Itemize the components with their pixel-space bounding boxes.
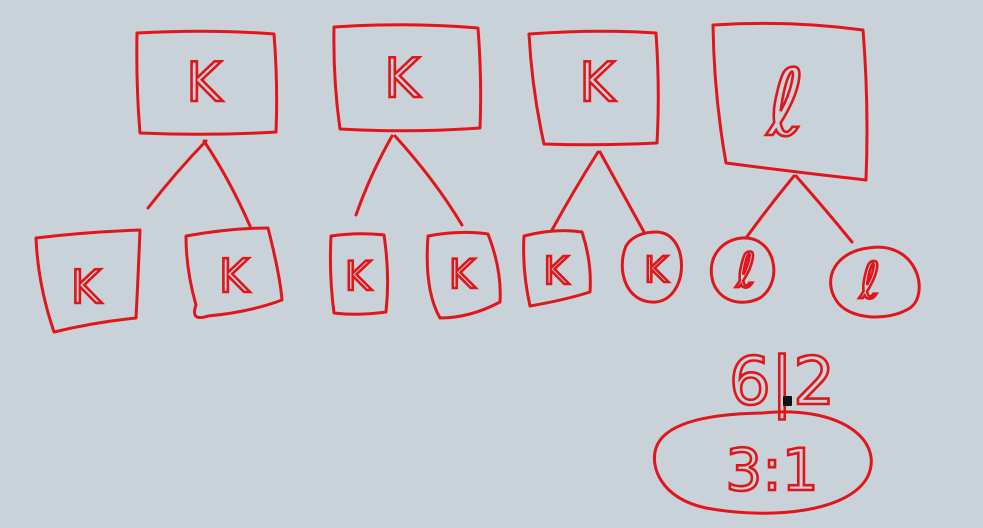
parent-node-1: K (135, 29, 279, 136)
parent-box-4 (711, 21, 869, 182)
parent-node-3: K (527, 29, 660, 147)
branch-2 (354, 134, 464, 227)
child-box-6 (620, 230, 683, 304)
child-node-7: ℓ (709, 236, 776, 304)
child-box-7 (709, 236, 776, 304)
child-label-1: K (71, 260, 103, 314)
branch-4 (744, 174, 854, 244)
branch-1 (146, 139, 252, 228)
child-node-1: K (34, 228, 142, 334)
child-box-8 (829, 245, 921, 319)
child-box-3 (328, 232, 390, 316)
parent-node-2: K (332, 23, 483, 133)
child-label-4: K (449, 252, 477, 298)
child-node-8: ℓ (829, 245, 921, 319)
pointer-cursor-icon (783, 396, 792, 406)
parent-label-3: K (579, 51, 616, 114)
child-label-6: K (644, 250, 669, 291)
ratio-circle (652, 410, 873, 515)
child-label-5: K (544, 249, 570, 293)
parent-label-2: K (384, 47, 421, 110)
parent-box-3 (527, 29, 660, 147)
child-box-1 (34, 228, 142, 334)
child-box-5 (522, 229, 592, 308)
child-label-3: K (345, 254, 373, 300)
split-annotation: 6|2 (729, 343, 835, 420)
ratio-annotation: 3:1 (652, 410, 873, 515)
child-box-4 (425, 230, 502, 320)
child-label-2: K (219, 249, 251, 303)
child-node-5: K (522, 229, 592, 308)
parent-label-1: K (186, 51, 223, 114)
child-node-6: K (620, 230, 683, 304)
child-node-2: K (184, 226, 284, 320)
child-node-3: K (328, 232, 390, 316)
child-label-8: ℓ (859, 252, 881, 310)
child-label-7: ℓ (735, 243, 756, 299)
branch-3 (550, 150, 646, 234)
parent-box-1 (135, 29, 279, 136)
parent-box-2 (332, 23, 483, 133)
parent-node-4: ℓ (711, 21, 869, 182)
child-box-2 (184, 226, 284, 320)
parent-label-4: ℓ (765, 50, 805, 157)
ratio-label: 3:1 (725, 436, 818, 504)
child-node-4: K (425, 230, 502, 320)
